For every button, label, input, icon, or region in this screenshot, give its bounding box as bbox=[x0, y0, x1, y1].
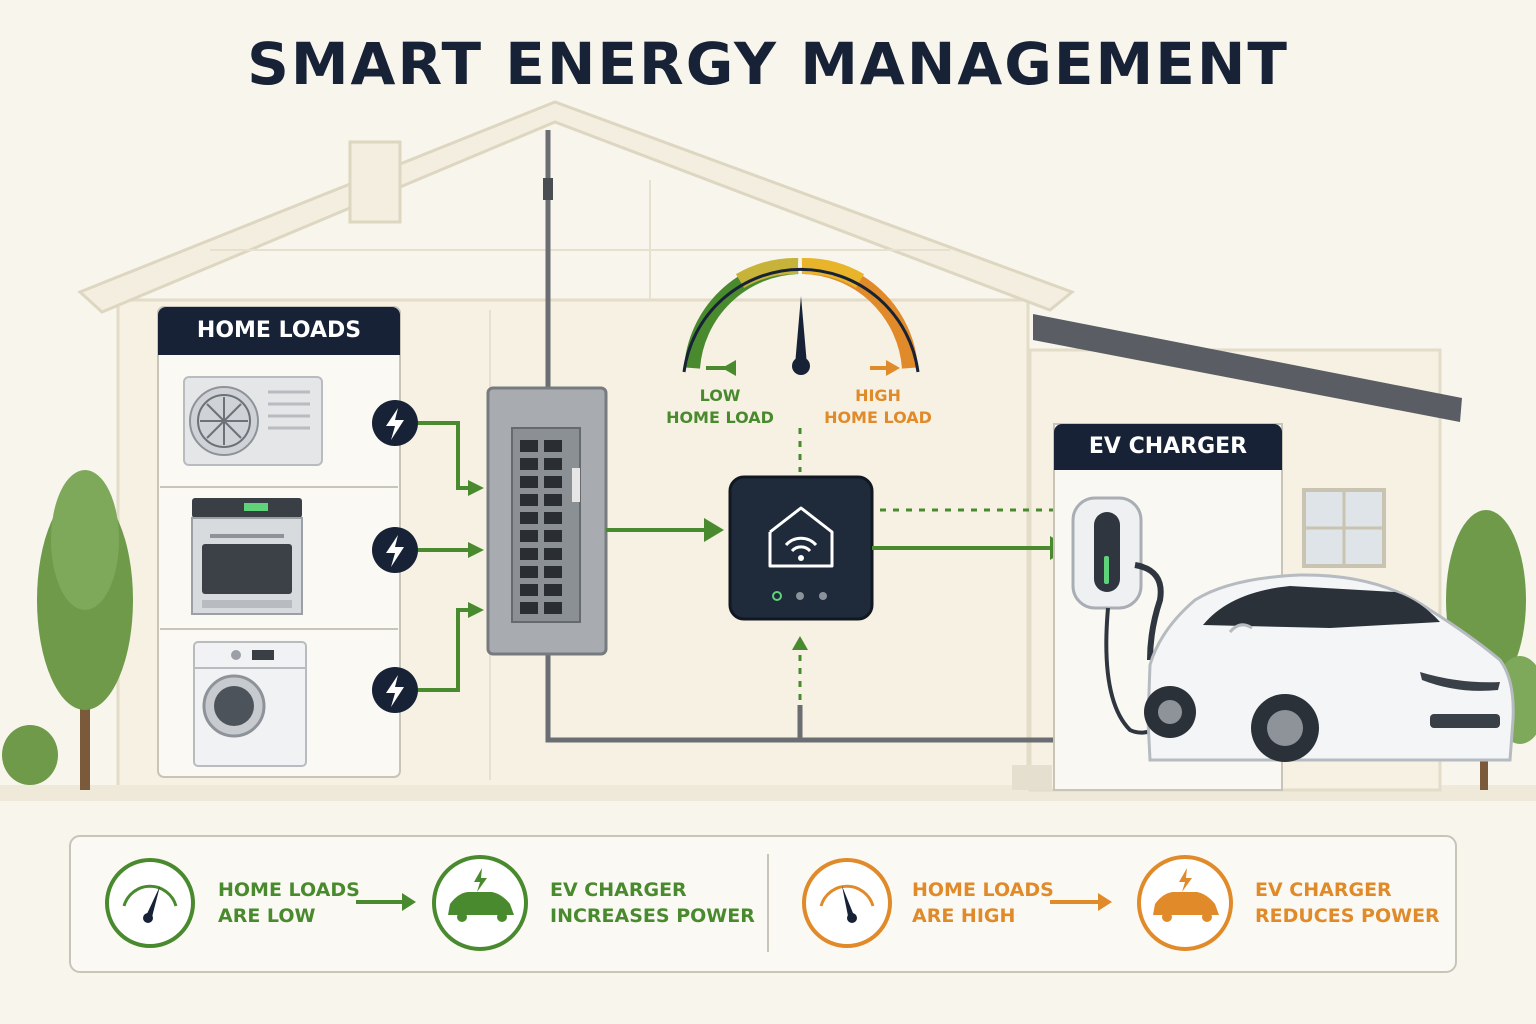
legend-reduce-line1: EV CHARGER bbox=[1255, 879, 1392, 901]
breaker-switches bbox=[520, 440, 562, 614]
page-title: SMART ENERGY MANAGEMENT bbox=[247, 30, 1289, 98]
load-gauge bbox=[682, 257, 920, 376]
legend-box bbox=[69, 835, 1457, 973]
legend-increase-line2: INCREASES POWER bbox=[550, 905, 755, 927]
gauge-high-line1: HIGH bbox=[855, 386, 901, 405]
breaker-switch bbox=[544, 584, 562, 596]
gauge-high-label: HIGH HOME LOAD bbox=[808, 385, 948, 429]
gauge-low-line1: LOW bbox=[699, 386, 741, 405]
bolt-icon bbox=[372, 667, 418, 713]
home-loads-title: HOME LOADS bbox=[158, 307, 400, 355]
electric-range-icon bbox=[191, 498, 303, 615]
car-icon bbox=[432, 855, 528, 951]
car-icon bbox=[1137, 855, 1233, 951]
load-arrows bbox=[418, 421, 470, 692]
bolt-icon bbox=[372, 400, 418, 446]
bolt-icon bbox=[372, 527, 418, 573]
legend-high-line2: ARE HIGH bbox=[912, 905, 1016, 927]
legend-increase-line1: EV CHARGER bbox=[550, 879, 687, 901]
wall-charger bbox=[1071, 496, 1182, 735]
breaker-switch bbox=[520, 566, 538, 578]
breaker-switch bbox=[520, 584, 538, 596]
gauge-low-line2: HOME LOAD bbox=[666, 408, 774, 427]
breaker-switch bbox=[520, 530, 538, 542]
breaker-switch bbox=[544, 548, 562, 560]
breaker-switch bbox=[520, 440, 538, 452]
breaker-switch bbox=[520, 602, 538, 614]
breaker-switch bbox=[544, 494, 562, 506]
breaker-switch bbox=[544, 512, 562, 524]
signal-lines bbox=[798, 428, 1055, 700]
gauge-high-line2: HOME LOAD bbox=[824, 408, 932, 427]
legend-high-line1: HOME LOADS bbox=[912, 879, 1054, 901]
ev-charger-title: EV CHARGER bbox=[1054, 424, 1282, 470]
electric-car bbox=[1144, 573, 1515, 762]
gauge-icon bbox=[802, 858, 892, 948]
washing-machine-icon bbox=[193, 641, 307, 767]
gauge-low-label: LOW HOME LOAD bbox=[650, 385, 790, 429]
legend-high-text: HOME LOADS ARE HIGH bbox=[912, 877, 1054, 929]
breaker-switch bbox=[520, 512, 538, 524]
gauge-icon bbox=[105, 858, 195, 948]
breaker-switch bbox=[544, 458, 562, 470]
breaker-switch bbox=[520, 476, 538, 488]
tree-left bbox=[2, 470, 133, 790]
breaker-switch bbox=[520, 494, 538, 506]
breaker-switch bbox=[544, 602, 562, 614]
legend-low-line1: HOME LOADS bbox=[218, 879, 360, 901]
legend-low-line2: ARE LOW bbox=[218, 905, 316, 927]
legend-increase-text: EV CHARGER INCREASES POWER bbox=[550, 877, 755, 929]
breaker-switch bbox=[544, 530, 562, 542]
breaker-switch bbox=[544, 566, 562, 578]
smart-controller bbox=[728, 475, 874, 621]
wifi-home-icon bbox=[768, 506, 834, 568]
legend-reduce-text: EV CHARGER REDUCES POWER bbox=[1255, 877, 1440, 929]
legend-low-text: HOME LOADS ARE LOW bbox=[218, 877, 360, 929]
legend-reduce-line2: REDUCES POWER bbox=[1255, 905, 1440, 927]
breaker-switch bbox=[520, 548, 538, 560]
breaker-switch bbox=[520, 458, 538, 470]
breaker-switch bbox=[544, 440, 562, 452]
air-conditioner-icon bbox=[183, 376, 323, 466]
breaker-switch bbox=[544, 476, 562, 488]
